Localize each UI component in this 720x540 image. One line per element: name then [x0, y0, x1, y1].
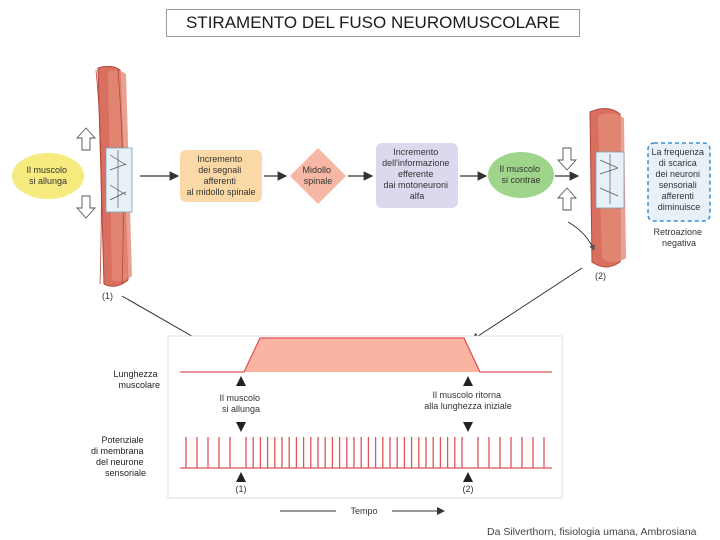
- length-axis-label: Lunghezza muscolare: [113, 369, 160, 390]
- stretch-arrows-icon: [75, 127, 97, 219]
- marker-down-1: [236, 422, 246, 432]
- muscle-left-illustration: [95, 65, 133, 287]
- afferent-node: [180, 150, 262, 202]
- frequency-text: La frequenza di scarica dei neuroni sens…: [651, 147, 706, 212]
- spike-train: [185, 437, 545, 468]
- marker-up-2: [463, 376, 473, 386]
- marker-2-label: (2): [463, 484, 474, 494]
- marker-up-1: [236, 376, 246, 386]
- potential-axis-label: Potenziale di membrana del neurone senso…: [91, 435, 146, 478]
- return-marker-text: Il muscolo ritorna alla lunghezza inizia…: [424, 390, 512, 411]
- stretch-marker-text: Il muscolo si allunga: [219, 393, 262, 414]
- marker-up-4: [463, 472, 473, 482]
- label-1: (1): [102, 291, 113, 301]
- source-credit: Da Silverthorn, fisiologia umana, Ambros…: [487, 526, 697, 538]
- muscle-stretch-node: [12, 153, 84, 199]
- length-trace-fill: [244, 338, 480, 372]
- spinal-cord-node: [290, 148, 346, 204]
- feedback-arrow: [567, 221, 595, 251]
- length-trace-line: [180, 337, 552, 373]
- muscle-right-illustration: [589, 108, 626, 268]
- efferent-node: [376, 143, 458, 208]
- marker-up-3: [236, 472, 246, 482]
- muscle-stretch-text: Il muscolo si allunga: [26, 165, 69, 186]
- contraction-text: Il muscolo si contrae: [499, 164, 542, 185]
- contraction-arrows-icon: [556, 147, 578, 211]
- link-arrow-2: [471, 267, 583, 341]
- marker-1-label: (1): [236, 484, 247, 494]
- label-2: (2): [595, 271, 606, 281]
- efferent-text: Incremento dell'informazione efferente d…: [382, 147, 452, 201]
- spinal-cord-text: Midollo spinale: [302, 165, 333, 186]
- feedback-text: Retroazione negativa: [653, 227, 704, 248]
- afferent-text: Incremento dei segnali afferenti al mido…: [186, 154, 255, 197]
- marker-down-2: [463, 422, 473, 432]
- contraction-node: [488, 152, 554, 198]
- frequency-node: [647, 142, 711, 222]
- time-label: Tempo: [350, 506, 377, 516]
- page-title: STIRAMENTO DEL FUSO NEUROMUSCOLARE: [166, 9, 580, 37]
